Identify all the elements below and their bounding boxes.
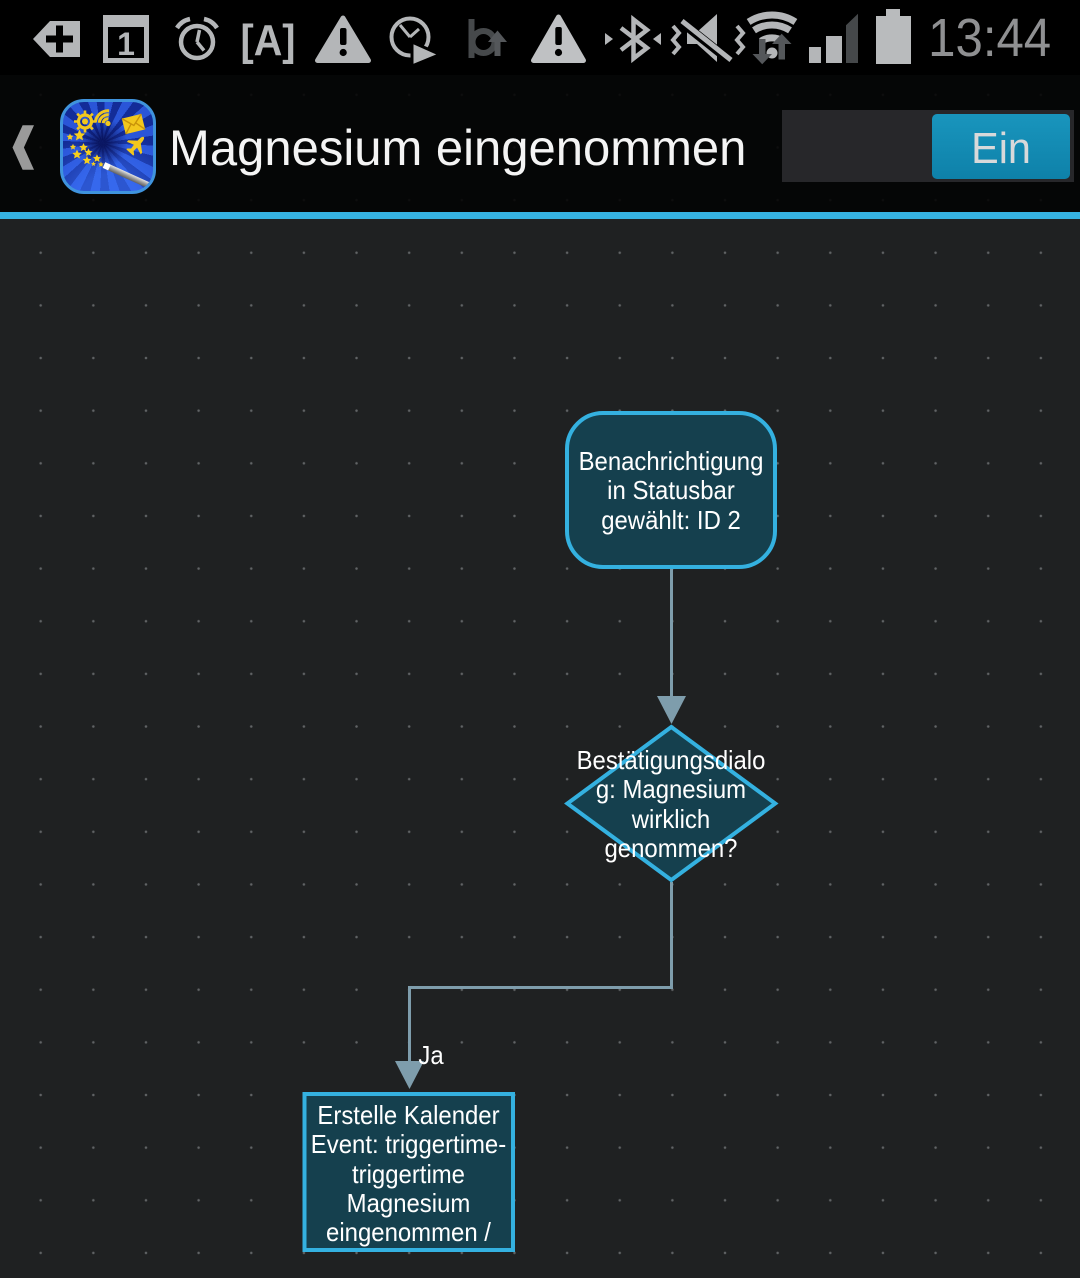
svg-text:[A]: [A]	[241, 15, 296, 64]
svg-text:1: 1	[117, 26, 135, 62]
